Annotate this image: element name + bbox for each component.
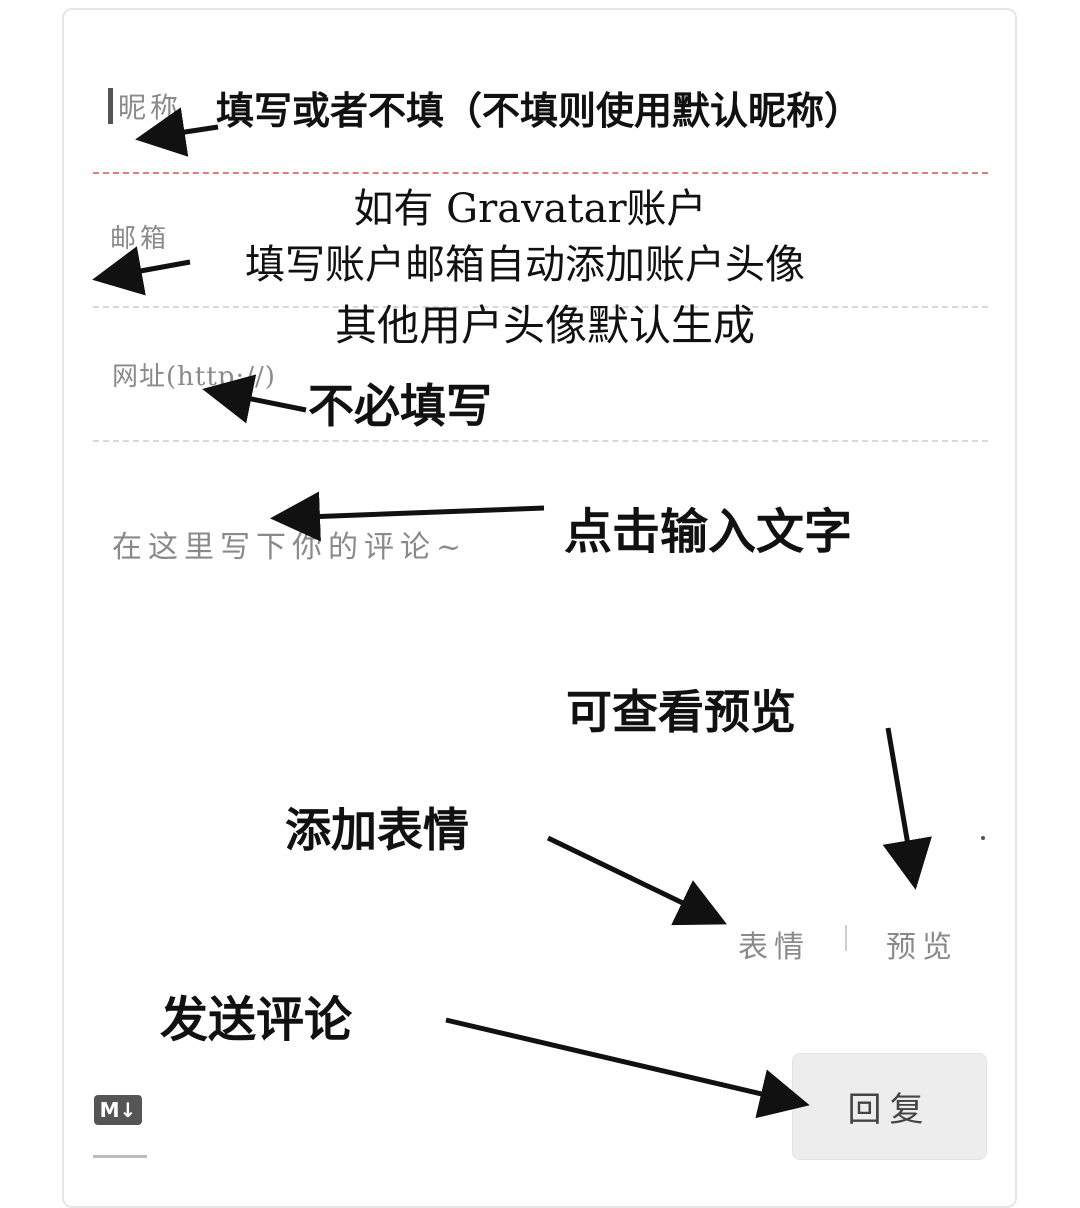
annotation-send: 发送评论: [160, 992, 353, 1048]
annotation-email-line2: 填写账户邮箱自动添加账户头像: [245, 242, 805, 288]
annotation-preview: 可查看预览: [566, 685, 796, 739]
arrow-url: [202, 374, 307, 424]
annotation-url: 不必填写: [308, 379, 492, 433]
reply-button[interactable]: 回复: [792, 1053, 987, 1160]
annotation-comment: 点击输入文字: [564, 504, 853, 560]
arrow-email: [92, 246, 191, 296]
annotation-email-line3: 其他用户头像默认生成: [334, 301, 755, 350]
arrow-nickname: [135, 107, 219, 157]
arrow-comment: [270, 491, 545, 542]
arrow-preview: [882, 727, 932, 890]
action-separator: [845, 925, 847, 951]
text-cursor: [108, 88, 113, 124]
email-underline: [93, 306, 988, 308]
annotation-emoji: 添加表情: [285, 803, 469, 857]
nickname-underline: [93, 172, 988, 174]
url-underline: [93, 440, 988, 442]
markdown-icon[interactable]: M↓: [94, 1095, 142, 1125]
comment-form-card: [62, 8, 1017, 1208]
annotation-email-line1: 如有 Gravatar账户: [353, 186, 707, 232]
arrow-emoji: [546, 835, 728, 926]
markdown-underline: [93, 1155, 147, 1158]
stray-dot: [981, 836, 985, 840]
preview-button[interactable]: 预览: [886, 930, 958, 965]
annotation-nickname: 填写或者不填（不填则使用默认昵称）: [216, 89, 863, 133]
arrow-send: [445, 1017, 810, 1119]
emoji-button[interactable]: 表情: [738, 930, 810, 965]
